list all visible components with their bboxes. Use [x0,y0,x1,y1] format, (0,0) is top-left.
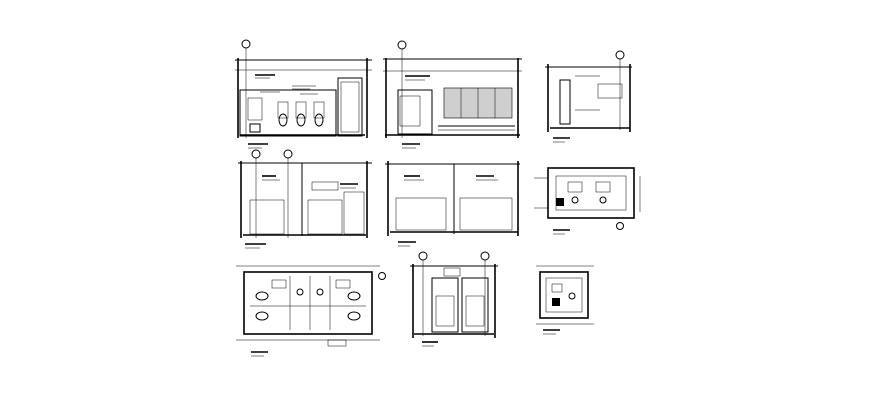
elevation-view-6 [410,251,498,347]
elevation-view-1 [235,39,372,149]
elevation-view-3 [545,50,632,143]
elevation-view-4 [238,149,372,249]
elevation-view-2 [383,40,522,149]
plan-view-1 [534,167,641,235]
plan-view-2 [236,265,386,357]
elevation-view-5 [385,161,520,247]
plan-view-3 [536,265,594,335]
